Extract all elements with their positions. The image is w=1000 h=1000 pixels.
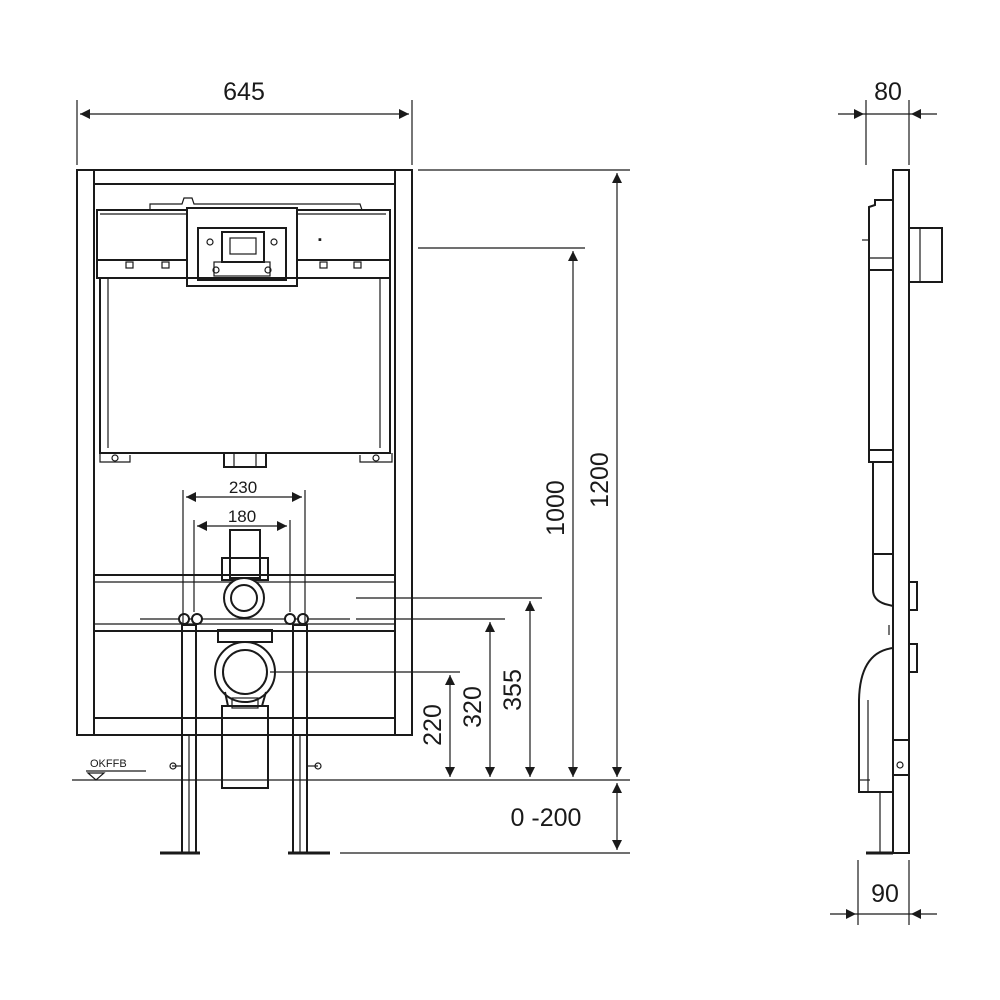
bolt-left xyxy=(178,613,190,625)
adjust-label: 0 -200 xyxy=(511,804,582,832)
floor-marker-icon xyxy=(86,772,106,781)
side-bottom-label: 90 xyxy=(871,880,899,908)
okffb-label: OKFFB xyxy=(90,758,127,770)
flush-pipe xyxy=(229,529,261,579)
spacing-inner-label: 180 xyxy=(228,507,256,526)
top-rail xyxy=(93,169,396,185)
height-320-label: 320 xyxy=(459,686,487,728)
flush-connection xyxy=(223,577,265,619)
bolt-right xyxy=(284,613,296,625)
flush-mechanism xyxy=(186,207,298,287)
left-post xyxy=(76,169,95,736)
side-view: 80 90 xyxy=(830,78,943,925)
svg-text:▪: ▪ xyxy=(318,234,322,246)
front-view: ▪ xyxy=(72,169,630,855)
side-actuator xyxy=(908,227,943,283)
cistern: ▪ xyxy=(96,197,393,468)
side-waste-elbow xyxy=(858,647,894,793)
side-cistern-body xyxy=(868,269,894,451)
width-label: 645 xyxy=(223,78,265,106)
spacing-outer-label: 230 xyxy=(229,478,257,497)
waste-pipe xyxy=(221,705,269,789)
total-height-label: 1200 xyxy=(586,452,614,508)
right-post xyxy=(394,169,413,736)
height-355-label: 355 xyxy=(499,669,527,711)
side-post xyxy=(892,169,910,854)
side-top-label: 80 xyxy=(874,78,902,106)
bottom-rail xyxy=(93,717,396,736)
front-dimensions: 645 230 180 1200 1000 355 320 220 xyxy=(76,78,630,854)
side-cistern-top xyxy=(868,199,893,271)
tank-height-label: 1000 xyxy=(542,480,570,536)
side-flush-pipe xyxy=(872,554,894,607)
height-220-label: 220 xyxy=(419,704,447,746)
